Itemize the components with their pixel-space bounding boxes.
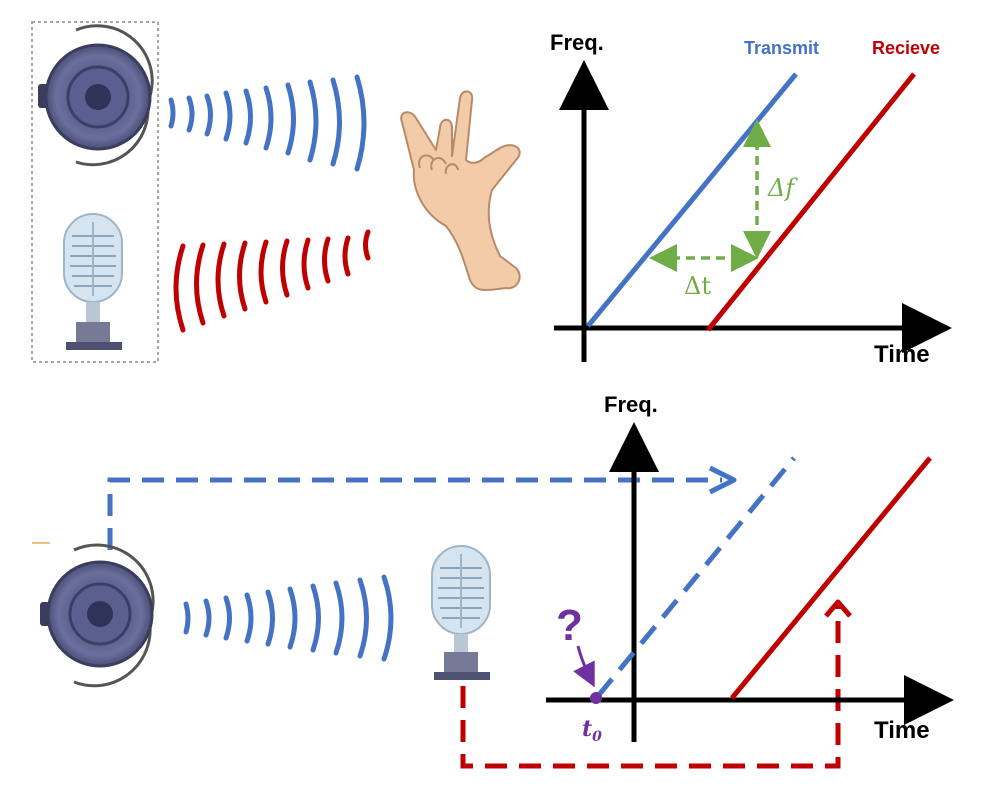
- unknown-marker: ?: [556, 601, 583, 650]
- legend-receive: Recieve: [872, 38, 940, 58]
- t0-point: [590, 692, 602, 704]
- transmit-reference-path: [107, 477, 722, 550]
- bottom-y-axis-label: Freq.: [604, 392, 658, 417]
- legend-transmit: Transmit: [744, 38, 819, 58]
- transmit-reference-arrowhead: [708, 465, 737, 495]
- microphone-icon: [431, 545, 491, 680]
- unknown-pointer-arrow: [573, 645, 595, 688]
- bottom-x-axis-label: Time: [874, 717, 930, 744]
- delta-f-label: Δf: [767, 174, 798, 202]
- receive-wave: [173, 229, 371, 333]
- hand-gesture-icon: [400, 90, 521, 292]
- microphone-icon: [63, 213, 123, 350]
- estimated-transmit-line: [596, 456, 796, 698]
- device-frame: [31, 21, 159, 363]
- speaker-icon: [38, 24, 154, 167]
- speaker-icon: [40, 543, 155, 688]
- t0-base: t: [582, 716, 592, 742]
- top-y-axis-label: Freq.: [550, 30, 604, 55]
- transmit-wave: [183, 574, 394, 662]
- transmit-line: [586, 72, 798, 328]
- top-chart: Freq. Time Transmit Recieve Δf Δt: [550, 30, 952, 368]
- receive-line: [706, 72, 916, 332]
- t0-label: t0: [582, 716, 602, 745]
- transmit-wave: [168, 74, 367, 172]
- receive-reference-arrowhead: [824, 599, 852, 618]
- receive-reference-path: [460, 606, 841, 769]
- bottom-chart: Freq. Time ? t0: [546, 392, 954, 745]
- top-x-axis-label: Time: [874, 341, 930, 368]
- delta-t-label: Δt: [684, 272, 711, 300]
- t0-subscript: 0: [592, 729, 602, 745]
- receive-line: [730, 456, 932, 700]
